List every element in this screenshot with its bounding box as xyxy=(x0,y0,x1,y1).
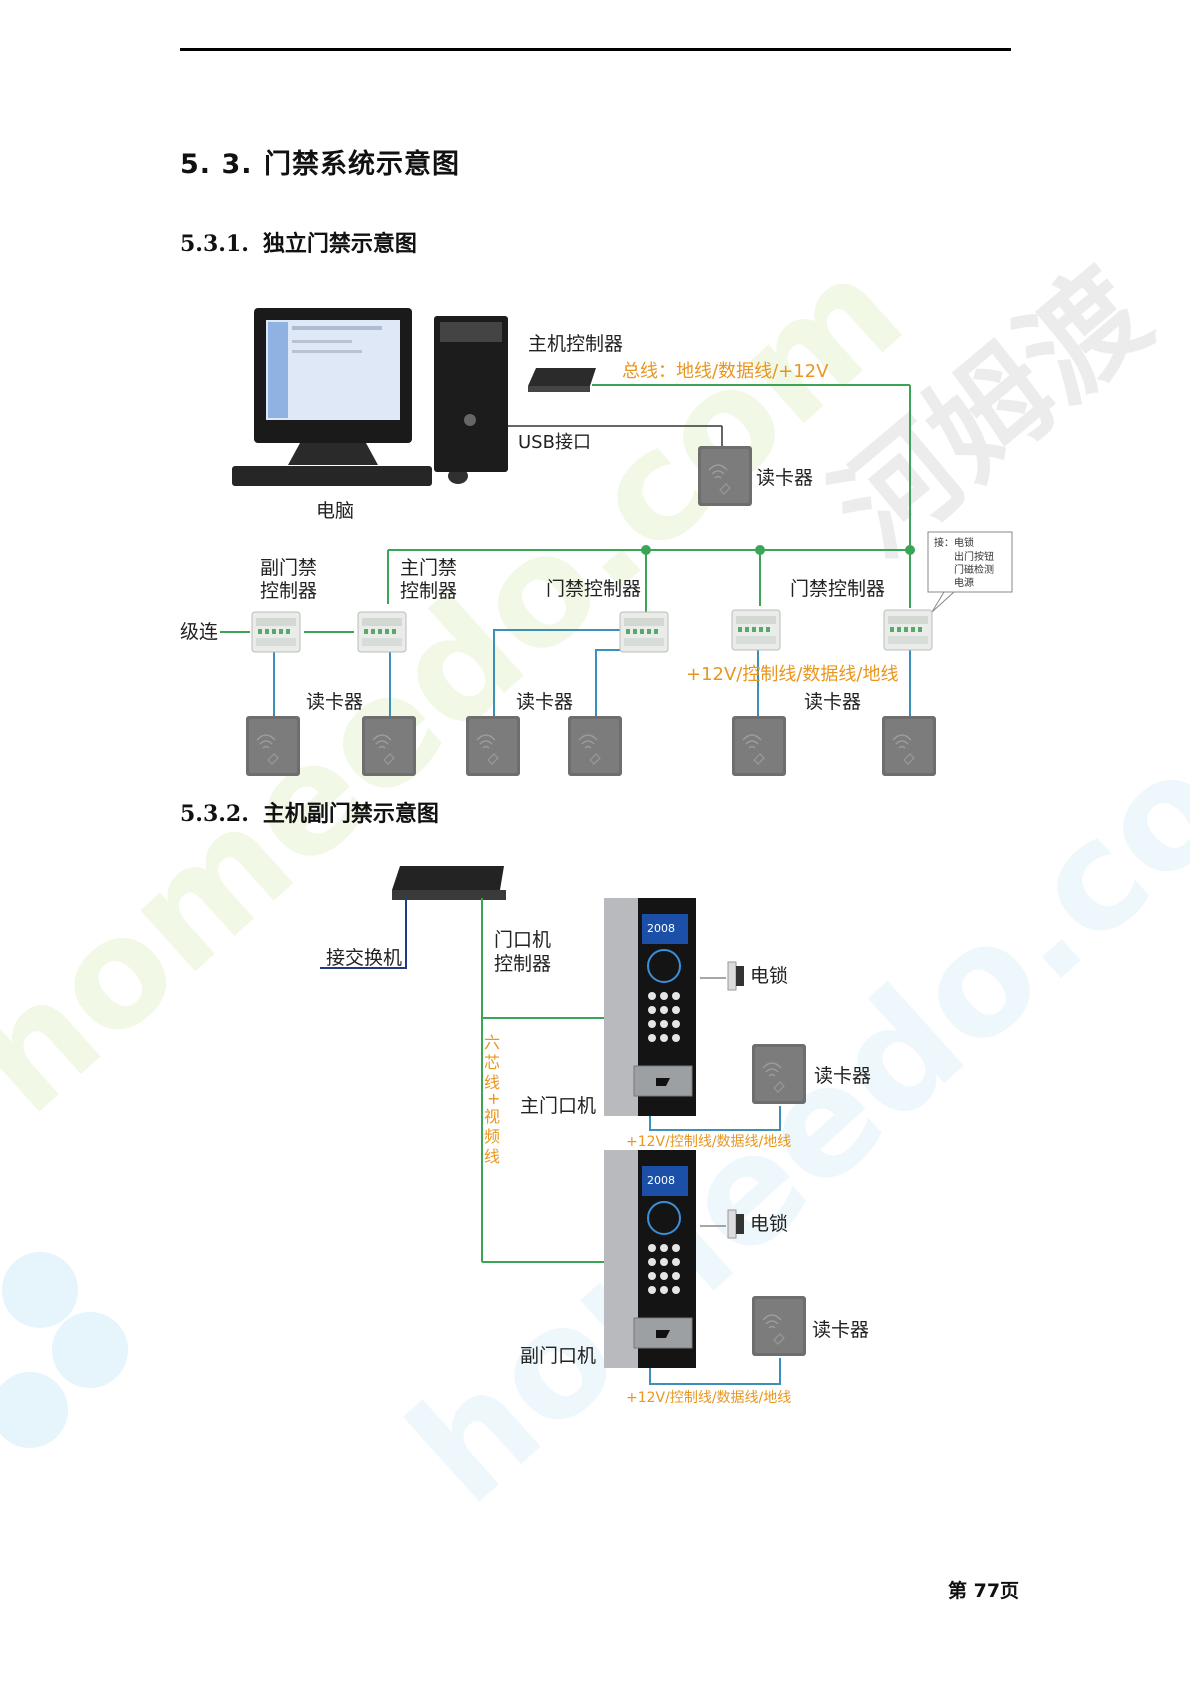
subsection-heading-1: 5.3.1. 独立门禁示意图 xyxy=(180,226,417,258)
sub-ctrl-label-2: 控制器 xyxy=(260,580,317,602)
switch-device xyxy=(392,866,506,900)
section-title: 门禁系统示意图 xyxy=(264,149,460,180)
callout-box xyxy=(927,531,1013,613)
lock-icon-main xyxy=(727,961,745,991)
computer xyxy=(232,308,508,486)
page-number: 第 77页 xyxy=(948,1580,1020,1602)
switch-label: 接交换机 xyxy=(326,947,402,969)
lock-label-sub: 电锁 xyxy=(750,1213,788,1235)
header-rule xyxy=(180,48,1011,51)
host-controller xyxy=(528,368,596,392)
reader-sub-label: 读卡器 xyxy=(812,1319,869,1341)
section-number: 5. 3. xyxy=(180,149,253,180)
subsection-title-2: 主机副门禁示意图 xyxy=(262,802,439,827)
cable-char-1: 六 xyxy=(484,1033,500,1052)
main-ctrl-label-2: 控制器 xyxy=(400,580,457,602)
usb-label: USB接口 xyxy=(518,432,591,453)
sub-ctrl-label-1: 副门禁 xyxy=(260,557,317,579)
callout-line-4: 电源 xyxy=(954,576,974,589)
subsection-number-2: 5.3.2. xyxy=(180,801,249,827)
door-ctrl-label-1: 门口机 xyxy=(494,929,551,951)
cable-char-6: 频 xyxy=(484,1127,500,1146)
cable-char-2: 芯 xyxy=(484,1053,500,1072)
section-heading: 5. 3. 门禁系统示意图 xyxy=(180,142,460,181)
computer-label: 电脑 xyxy=(316,500,354,522)
sub-unit-label: 副门口机 xyxy=(520,1345,596,1367)
reader-top-label: 读卡器 xyxy=(756,467,813,489)
reader-label-1: 读卡器 xyxy=(306,691,363,713)
wire-label-main: +12V/控制线/数据线/地线 xyxy=(626,1134,791,1150)
reader-main-label: 读卡器 xyxy=(814,1065,871,1087)
subsection-heading-2: 5.3.2. 主机副门禁示意图 xyxy=(180,796,439,828)
lock-label-main: 电锁 xyxy=(750,965,788,987)
main-unit-label: 主门口机 xyxy=(520,1095,596,1117)
bus-label: 总线：地线/数据线/+12V xyxy=(622,361,829,382)
callout-line-3: 门磁检测 xyxy=(954,563,994,576)
wire-label-sub: +12V/控制线/数据线/地线 xyxy=(626,1390,791,1406)
cable-char-4: + xyxy=(487,1089,500,1108)
host-controller-label: 主机控制器 xyxy=(528,333,623,355)
reader-sub xyxy=(751,1295,807,1357)
callout-line-2: 出门按钮 xyxy=(954,550,994,563)
reader-main xyxy=(751,1043,807,1105)
subsection-number-1: 5.3.1. xyxy=(180,231,249,257)
cable-char-5: 视 xyxy=(484,1107,500,1126)
reader-label-3: 读卡器 xyxy=(804,691,861,713)
cable-char-3: 线 xyxy=(484,1073,500,1092)
lock-icon-sub xyxy=(727,1209,745,1239)
main-ctrl-label-1: 主门禁 xyxy=(400,557,457,579)
door-ctrl-label-2: 门禁控制器 xyxy=(790,578,885,600)
cable-label: 六 芯 线 + 视 频 线 xyxy=(484,1033,500,1166)
door-ctrl-label-1: 门禁控制器 xyxy=(546,578,641,600)
cable-char-7: 线 xyxy=(484,1147,500,1166)
callout-line-1: 接：电锁 xyxy=(934,536,974,549)
sub-screen-year: 2008 xyxy=(647,1174,675,1187)
cascade-label: 级连 xyxy=(180,621,218,643)
door-ctrl-label-2: 控制器 xyxy=(494,953,551,975)
reader-label-2: 读卡器 xyxy=(516,691,573,713)
subsection-title-1: 独立门禁示意图 xyxy=(262,232,417,257)
main-screen-year: 2008 xyxy=(647,922,675,935)
power-wire-label: +12V/控制线/数据线/地线 xyxy=(686,664,899,685)
